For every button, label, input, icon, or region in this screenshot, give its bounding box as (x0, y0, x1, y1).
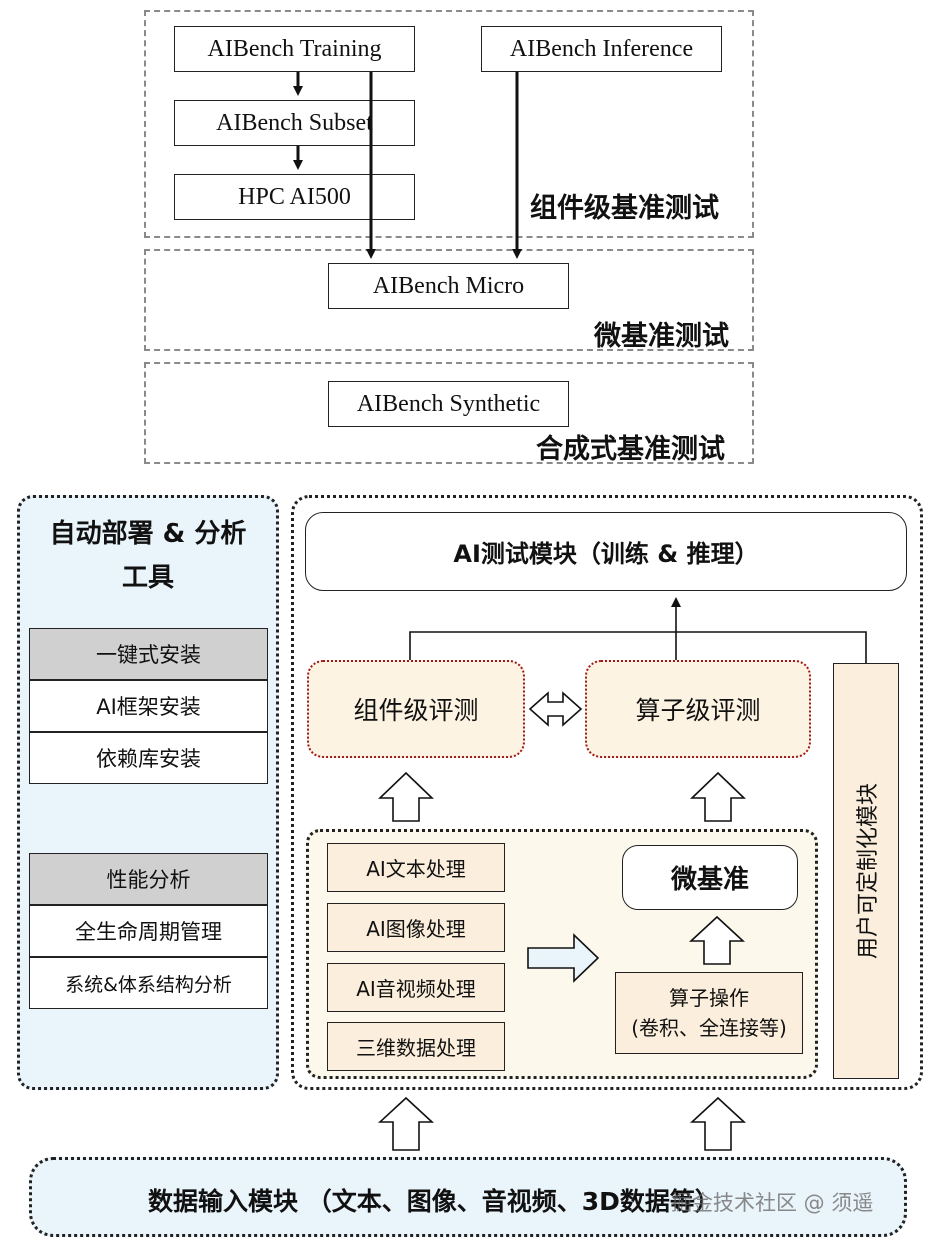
panel-title-line2: 工具 (121, 563, 174, 593)
ai-framework-install-item: AI框架安装 (29, 680, 268, 732)
operator-ops-box: 算子操作 (卷积、全连接等) (615, 972, 803, 1054)
synthetic-level-label: 合成式基准测试 (536, 434, 725, 465)
processing-to-operator-arrow (690, 771, 746, 822)
hpc-ai500-box: HPC AI500 (174, 174, 415, 220)
ai-audio-video-processing-box: AI音视频处理 (327, 963, 505, 1012)
one-click-install-header: 一键式安装 (29, 628, 268, 680)
micro-level-region (144, 249, 754, 351)
aibench-inference-box: AIBench Inference (481, 26, 722, 72)
data-input-to-main-left-arrow (377, 1096, 435, 1151)
ai-text-processing-box: AI文本处理 (327, 843, 505, 892)
lifecycle-management-item: 全生命周期管理 (29, 905, 268, 957)
component-level-label: 组件级基准测试 (530, 193, 719, 224)
component-level-region (144, 10, 754, 238)
aibench-synthetic-box: AIBench Synthetic (328, 381, 569, 427)
component-evaluation-box: 组件级评测 (307, 660, 525, 758)
double-headed-arrow (528, 691, 583, 727)
watermark-text: 掘金技术社区 @ 须遥 (671, 1191, 874, 1215)
aibench-micro-box: AIBench Micro (328, 263, 569, 309)
operator-evaluation-box: 算子级评测 (585, 660, 811, 758)
operator-ops-line2: (卷积、全连接等) (631, 1016, 787, 1040)
data-input-to-main-right-arrow (689, 1096, 747, 1151)
processing-to-component-arrow (378, 771, 434, 822)
micro-benchmark-box: 微基准 (622, 845, 798, 910)
panel-title-line1: 自动部署 & 分析 (49, 519, 247, 549)
operator-ops-line1: 算子操作 (669, 986, 749, 1010)
micro-level-label: 微基准测试 (594, 321, 729, 352)
processing-to-ops-arrow (527, 933, 600, 983)
customizable-module-box: 用户可定制化模块 (833, 663, 899, 1079)
ai-image-processing-box: AI图像处理 (327, 903, 505, 952)
dependency-install-item: 依赖库安装 (29, 732, 268, 784)
system-architecture-analysis-item: 系统&体系结构分析 (29, 957, 268, 1009)
aibench-subset-box: AIBench Subset (174, 100, 415, 146)
data-input-module (29, 1157, 907, 1237)
synthetic-level-region (144, 362, 754, 464)
aibench-training-box: AIBench Training (174, 26, 415, 72)
ai-test-module-box: AI测试模块（训练 & 推理） (305, 512, 907, 591)
operator-ops-to-micro-arrow (688, 915, 746, 965)
data-input-label: 数据输入模块 （文本、图像、音视频、3D数据等） (148, 1187, 720, 1216)
main-framework-panel (291, 495, 923, 1090)
performance-analysis-header: 性能分析 (29, 853, 268, 905)
component-eval-feedback-line (409, 631, 867, 663)
3d-data-processing-box: 三维数据处理 (327, 1022, 505, 1071)
